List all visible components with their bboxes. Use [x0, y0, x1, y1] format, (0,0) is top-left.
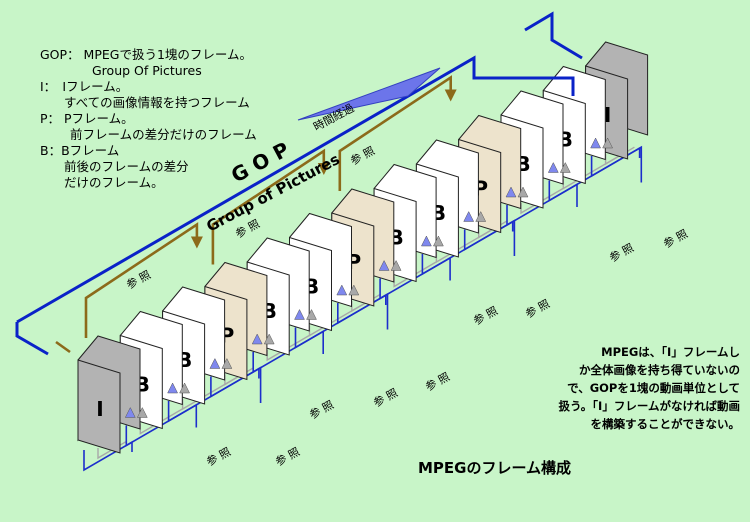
blue-reference-line [590, 146, 641, 178]
up-arrow-icon [505, 186, 517, 198]
reference-label: 参 照 [348, 143, 377, 167]
note-line: を構築することができない。 [590, 417, 741, 431]
note-line: MPEGは、「I」フレームし [601, 345, 740, 359]
brown-reference-line [338, 75, 453, 191]
frame-stack: IBBPBBPBBPBBI参 照参 照参 照参 照参 照参 照参 照参 照参 照… [77, 41, 690, 469]
reference-label: 参 照 [204, 444, 233, 468]
legend-gop-sub: Group Of Pictures [92, 63, 202, 78]
note-line: 扱う。「I」フレームがなければ動画 [558, 399, 741, 413]
brown-reference-line [211, 148, 326, 265]
up-arrow-icon [432, 235, 444, 247]
brown-reference-line [84, 222, 199, 338]
frame-type-label: I [604, 103, 611, 127]
reference-label: 参 照 [471, 303, 500, 327]
note-line: か全体画像を持ち得ていないの [579, 363, 740, 377]
gop-bracket-left-hook [15, 322, 49, 356]
next-gop-bracket [524, 11, 583, 60]
blue-reference-line [463, 220, 514, 251]
legend-b-sub1: 前後のフレームの差分 [64, 159, 189, 174]
reference-label: 参 照 [523, 296, 552, 320]
legend-i-sub: すべての画像情報を持つフレーム [64, 95, 250, 110]
up-arrow-icon [420, 235, 432, 247]
up-arrow-icon [251, 333, 263, 345]
brown-reference-line [55, 340, 71, 354]
up-arrow-icon [590, 137, 602, 149]
up-arrow-icon [136, 406, 148, 418]
gop-bracket [16, 55, 575, 324]
legend-p: P： Pフレーム。 [40, 111, 134, 126]
up-arrow-icon [475, 210, 487, 222]
reference-label: 参 照 [371, 385, 400, 409]
up-arrow-icon [221, 357, 233, 369]
up-arrow-icon [559, 161, 571, 173]
reference-label: 参 照 [661, 226, 690, 250]
brown-arrow-icon [317, 163, 330, 175]
up-arrow-icon [390, 259, 402, 271]
legend-i: I： Iフレーム。 [40, 79, 129, 94]
up-arrow-icon [209, 357, 221, 369]
blue-reference-line [336, 293, 387, 325]
brown-arrow-icon [190, 236, 203, 249]
time-arrow-icon [297, 67, 441, 121]
up-arrow-icon [124, 406, 136, 418]
legend-b: B：Bフレーム [40, 143, 120, 158]
blue-reference-line [210, 367, 260, 398]
diagram-caption: MPEGのフレーム構成 [418, 459, 572, 477]
brown-arrow-icon [444, 89, 457, 102]
up-arrow-icon [179, 382, 191, 394]
legend: GOP： MPEGで扱う1塊のフレーム。 Group Of Pictures I… [40, 47, 257, 191]
frame-type-label: I [96, 397, 103, 421]
up-arrow-icon [294, 308, 305, 320]
up-arrow-icon [167, 382, 179, 394]
legend-p-sub: 前フレームの差分だけのフレーム [70, 127, 257, 142]
reference-label: 参 照 [273, 444, 302, 468]
blue-reference-line [83, 440, 133, 472]
legend-b-sub2: だけのフレーム。 [64, 175, 164, 190]
legend-gop: GOP： MPEGで扱う1塊のフレーム。 [40, 47, 253, 62]
up-arrow-icon [336, 284, 348, 296]
up-arrow-icon [463, 210, 475, 222]
reference-label: 参 照 [607, 240, 636, 264]
up-arrow-icon [263, 333, 275, 345]
up-arrow-icon [378, 259, 390, 271]
reference-label: 参 照 [423, 369, 452, 393]
frame-edge [77, 359, 121, 454]
up-arrow-icon [517, 186, 529, 198]
up-arrow-icon [602, 137, 614, 149]
note-line: で、GOPを1塊の動画単位として [567, 381, 740, 395]
up-arrow-icon [306, 308, 317, 320]
reference-label: 参 照 [307, 397, 336, 421]
up-arrow-icon [547, 161, 559, 173]
explanation-note: MPEGは、「I」フレームし か全体画像を持ち得ていないの で、GOPを1塊の動… [540, 343, 741, 433]
up-arrow-icon [348, 284, 360, 296]
frame-i: I [77, 335, 141, 454]
